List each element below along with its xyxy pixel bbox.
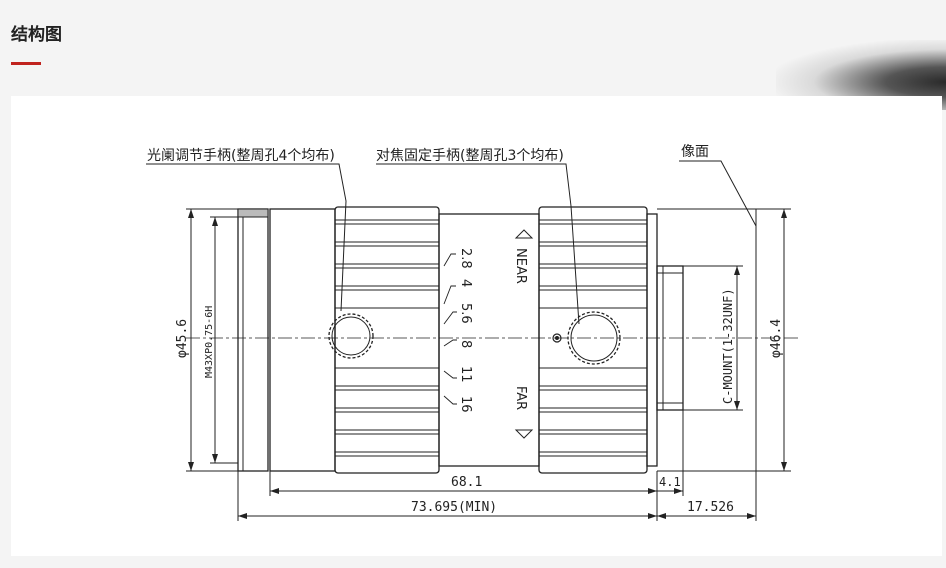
dim-4-1-label: 4.1 <box>659 475 681 489</box>
structure-drawing: 光阑调节手柄(整周孔4个均布) 对焦固定手柄(整周孔3个均布) 像面 NEAR … <box>11 96 942 556</box>
far-arrow-icon <box>514 429 534 439</box>
image-plane-label: 像面 <box>681 144 709 160</box>
dim-mount-label: C-MOUNT(1-32UNF) <box>721 288 735 404</box>
dim-dia-left-label: φ45.6 <box>175 319 190 358</box>
f-stop-label: 16 <box>458 396 473 413</box>
title-underline <box>11 62 41 65</box>
near-arrow-icon <box>514 229 534 239</box>
aperture-handle-knob <box>328 313 374 359</box>
dim-thread-label: M43XP0.75-6H <box>204 306 215 378</box>
front-thread-knurl <box>237 208 269 218</box>
f-stop-label: 4 <box>458 279 473 287</box>
focus-index-dot <box>552 333 562 343</box>
image-plane-leader <box>679 160 757 227</box>
section-title: 结构图 <box>11 25 62 45</box>
aperture-ring <box>334 206 440 474</box>
focus-callout-label: 对焦固定手柄(整周孔3个均布) <box>376 148 564 164</box>
front-body <box>269 208 336 472</box>
focus-ring <box>538 206 648 474</box>
f-stop-label: 2.8 <box>458 248 473 269</box>
near-label: NEAR <box>513 248 528 284</box>
c-mount <box>656 265 684 411</box>
dim-68-label: 68.1 <box>451 475 482 490</box>
lens-drawing-svg: 光阑调节手柄(整周孔4个均布) 对焦固定手柄(整周孔3个均布) 像面 NEAR … <box>146 144 801 521</box>
far-label: FAR <box>513 386 528 410</box>
focus-callout-leader <box>376 163 580 325</box>
dim-17-label: 17.526 <box>687 500 734 515</box>
rear-body <box>646 213 658 467</box>
dim-dia-right-label: φ46.4 <box>769 319 784 358</box>
f-stop-label: 8 <box>458 340 473 348</box>
focus-handle-knob <box>567 311 621 365</box>
aperture-callout-label: 光阑调节手柄(整周孔4个均布) <box>147 148 335 164</box>
f-stop-label: 5.6 <box>458 303 473 324</box>
aperture-callout-leader <box>146 163 347 312</box>
f-stop-label: 11 <box>458 366 473 383</box>
dim-73-label: 73.695(MIN) <box>411 500 497 515</box>
